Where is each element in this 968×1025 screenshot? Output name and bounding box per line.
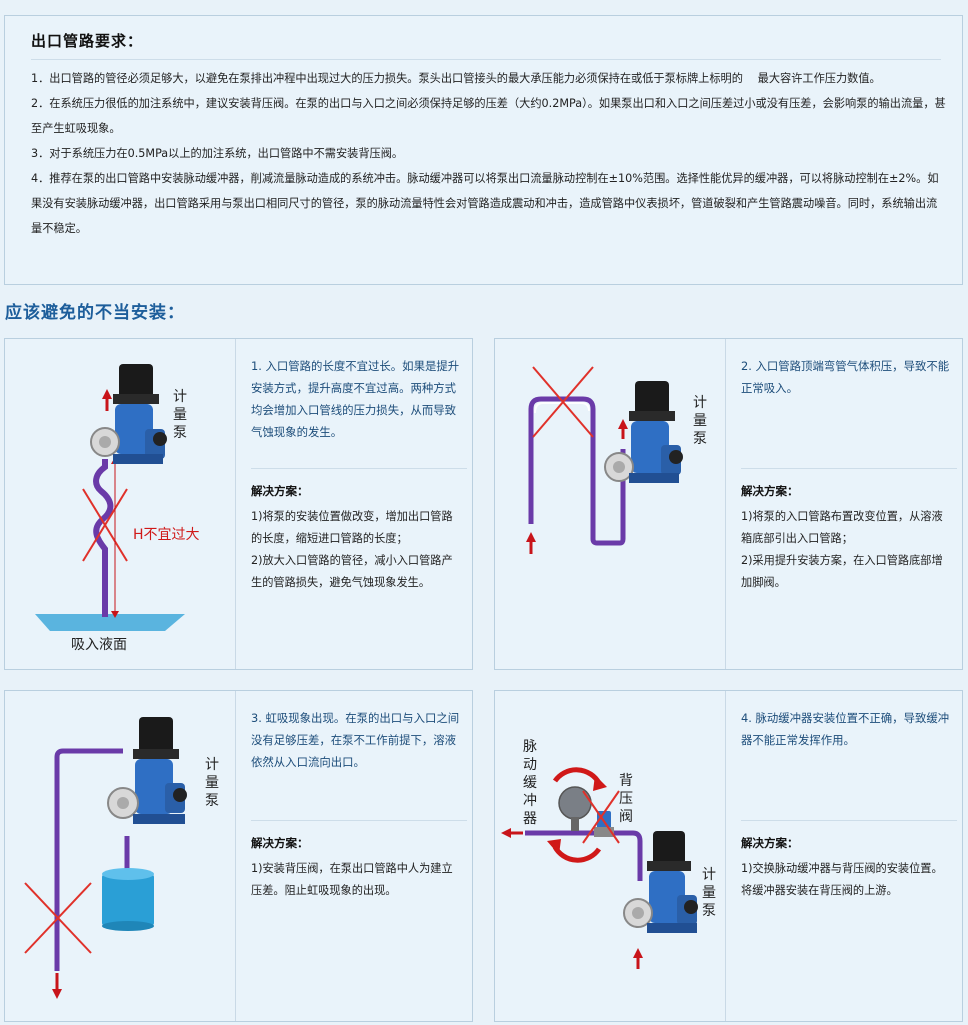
card-1-illustration: 计 量 泵 H不宜过大 吸入液面: [5, 339, 236, 669]
pump-label-2: 量: [702, 885, 716, 901]
card-4-diagram: 脉 动 缓 冲 器 背 压 阀 计 量 泵: [501, 739, 716, 969]
card-1-solution-2: 2)放大入口管路的管径，减小入口管路产生的管路损失，避免气蚀现象发生。: [251, 554, 453, 589]
card-2-description: 2. 入口管路顶端弯管气体积压，导致不能正常吸入。: [741, 359, 950, 395]
card-3-illustration: 计 量 泵: [5, 691, 236, 1021]
card-4-illustration: 脉 动 缓 冲 器 背 压 阀 计 量 泵: [495, 691, 726, 1021]
card-3-solution-1: 1)安装背压阀，在泵出口管路中人为建立压差。阻止虹吸现象的出现。: [251, 862, 453, 897]
requirement-item-1: 1．出口管路的管径必须足够大，以避免在泵排出冲程中出现过大的压力损失。泵头出口管…: [31, 72, 881, 85]
card-3-solutions: 1)安装背压阀，在泵出口管路中人为建立压差。阻止虹吸现象的出现。: [251, 858, 463, 902]
damper-label-4: 冲: [523, 793, 537, 809]
card-4-description: 4. 脉动缓冲器安装位置不正确，导致缓冲器不能正常发挥作用。: [741, 711, 950, 747]
damper-label-2: 动: [523, 757, 537, 773]
card-3-diagram: 计 量 泵: [24, 717, 219, 999]
improper-install-card-4: 脉 动 缓 冲 器 背 压 阀 计 量 泵 4. 脉动缓冲器安装位置不正确，导致…: [494, 690, 963, 1022]
card-2-illustration: 计 量 泵: [495, 339, 726, 669]
liquid-surface-label: 吸入液面: [71, 637, 127, 653]
improper-install-card-3: 计 量 泵 3. 虹吸现象出现。在泵的出口与入口之间没有足够压差，在泵不工作前提…: [4, 690, 473, 1022]
pump-label-1: 计: [205, 757, 219, 773]
height-warning-label: H不宜过大: [133, 527, 200, 543]
damper-label-5: 器: [523, 811, 537, 827]
card-1-divider: [251, 468, 467, 469]
card-2-solutions: 1)将泵的入口管路布置改变位置，从溶液箱底部引出入口管路； 2)采用提升安装方案…: [741, 506, 953, 594]
pump-label-3: 泵: [205, 793, 219, 809]
card-4-solution-title: 解决方案：: [741, 836, 799, 850]
improper-install-card-1: 计 量 泵 H不宜过大 吸入液面 1. 入口管路的长度不宜过长。如果是提升安装方…: [4, 338, 473, 670]
pulsation-damper-icon: [558, 786, 592, 831]
card-1-solution-title: 解决方案：: [251, 484, 309, 498]
pump-label-3: 泵: [173, 425, 187, 441]
requirement-item-4: 4．推荐在泵的出口管路中安装脉动缓冲器，削减流量脉动造成的系统冲击。脉动缓冲器可…: [31, 172, 939, 235]
inlet-pipe-icon: [528, 396, 626, 546]
damper-label-1: 脉: [523, 739, 537, 755]
valve-label-2: 压: [619, 791, 633, 807]
valve-label-3: 阀: [619, 809, 633, 825]
outlet-pipe-icon: [525, 830, 643, 881]
card-1-solutions: 1)将泵的安装位置做改变，增加出口管路的长度，缩短进口管路的长度； 2)放大入口…: [251, 506, 463, 594]
metering-pump-icon: [623, 831, 698, 933]
improper-install-card-2: 计 量 泵 2. 入口管路顶端弯管气体积压，导致不能正常吸入。 解决方案： 1)…: [494, 338, 963, 670]
requirement-item-2: 2．在系统压力很低的加注系统中，建议安装背压阀。在泵的出口与入口之间必须保持足够…: [31, 97, 946, 135]
card-4-solution-1: 1)交换脉动缓冲器与背压阀的安装位置。将缓冲器安装在背压阀的上游。: [741, 862, 943, 897]
card-3-divider: [251, 820, 467, 821]
outlet-requirements-panel: 出口管路要求： 1．出口管路的管径必须足够大，以避免在泵排出冲程中出现过大的压力…: [4, 15, 963, 285]
pump-label-2: 量: [205, 775, 219, 791]
card-4-divider: [741, 820, 957, 821]
pump-label-2: 量: [173, 407, 187, 423]
card-2-solution-title: 解决方案：: [741, 484, 799, 498]
solution-tank-icon: [102, 868, 154, 931]
card-1-description: 1. 入口管路的长度不宜过长。如果是提升安装方式，提升高度不宜过高。两种方式均会…: [251, 359, 460, 439]
pump-label-1: 计: [702, 867, 716, 883]
pump-label-1: 计: [173, 389, 187, 405]
outlet-pipe-icon: [54, 748, 123, 971]
pump-label-3: 泵: [693, 431, 707, 447]
card-3-solution-title: 解决方案：: [251, 836, 309, 850]
card-2-solution-2: 2)采用提升安装方案，在入口管路底部增加脚阀。: [741, 554, 943, 589]
metering-pump-icon: [90, 364, 167, 464]
card-2-diagram: 计 量 泵: [526, 366, 707, 554]
card-2-divider: [741, 468, 957, 469]
requirement-item-3: 3．对于系统压力在0.5MPa以上的加注系统，出口管路中不需安装背压阀。: [31, 147, 404, 160]
requirements-list: 1．出口管路的管径必须足够大，以避免在泵排出冲程中出现过大的压力损失。泵头出口管…: [31, 66, 946, 241]
valve-label-1: 背: [619, 773, 633, 789]
pump-label-2: 量: [693, 413, 707, 429]
liquid-surface-icon: [35, 614, 185, 631]
card-3-description: 3. 虹吸现象出现。在泵的出口与入口之间没有足够压差，在泵不工作前提下，溶液依然…: [251, 711, 460, 769]
card-1-solution-1: 1)将泵的安装位置做改变，增加出口管路的长度，缩短进口管路的长度；: [251, 510, 453, 545]
section-title: 应该避免的不当安装：: [5, 303, 185, 323]
swap-arrow-icon: [552, 767, 602, 785]
metering-pump-icon: [107, 717, 187, 824]
card-1-diagram: 计 量 泵 H不宜过大 吸入液面: [35, 364, 200, 653]
card-4-solutions: 1)交换脉动缓冲器与背压阀的安装位置。将缓冲器安装在背压阀的上游。: [741, 858, 953, 902]
pump-label-1: 计: [693, 395, 707, 411]
card-2-solution-1: 1)将泵的入口管路布置改变位置，从溶液箱底部引出入口管路；: [741, 510, 943, 545]
damper-label-3: 缓: [523, 775, 537, 791]
pump-label-3: 泵: [702, 903, 716, 919]
metering-pump-icon: [604, 381, 683, 483]
requirements-title: 出口管路要求：: [31, 30, 941, 60]
